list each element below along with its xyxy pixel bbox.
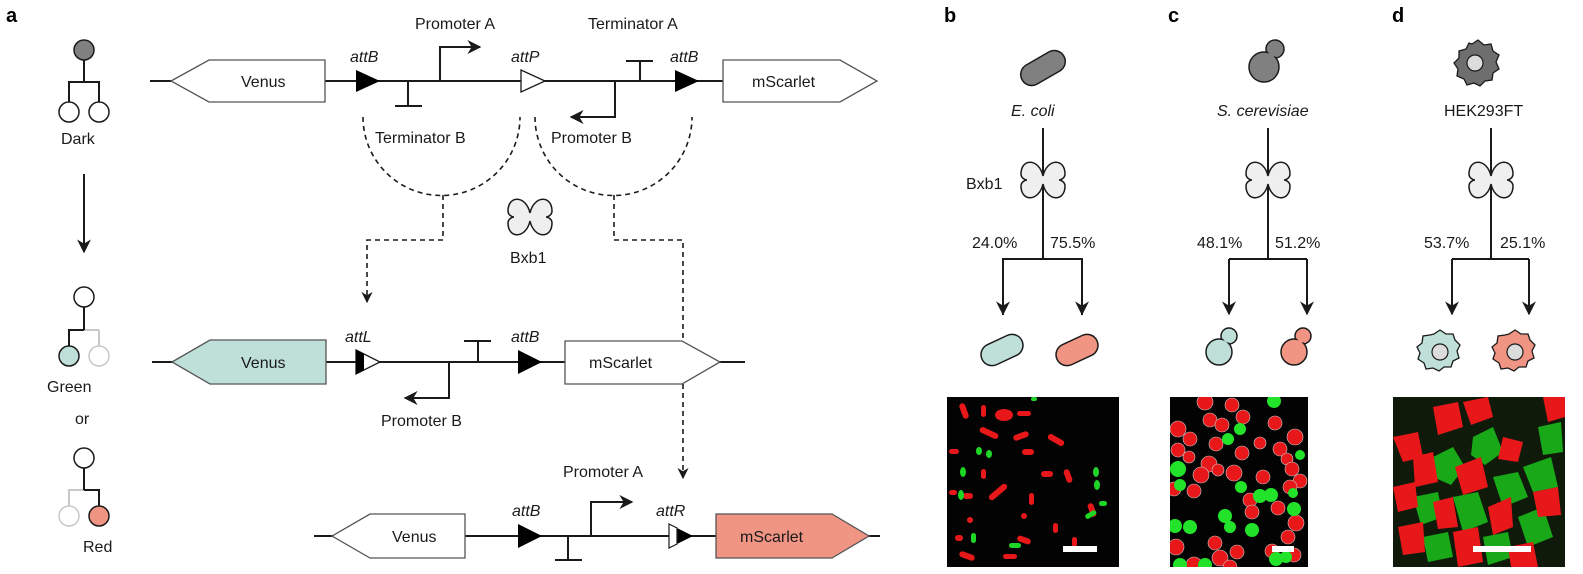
bxb1-recombinase-icon — [507, 198, 553, 236]
attp-site — [520, 68, 547, 94]
attb-label-green: attB — [511, 329, 540, 346]
bxb1-label: Bxb1 — [510, 250, 547, 267]
yeast-green-cell-icon — [1205, 327, 1238, 366]
mscarlet-label-red: mScarlet — [740, 529, 804, 546]
green-state-circle — [58, 345, 80, 367]
panel-c-yeast: S. cerevisiae 48.1% 51.2% — [1197, 39, 1320, 366]
ecoli-red-percent: 75.5% — [1050, 235, 1095, 252]
yeast-label: S. cerevisiae — [1217, 103, 1309, 120]
terminator-b-label: Terminator B — [375, 130, 466, 147]
red-state-circle — [88, 505, 110, 527]
promoter-b-symbol — [569, 81, 616, 124]
venus-label-green: Venus — [241, 355, 285, 372]
venus-gene-red — [330, 513, 466, 559]
panel-label-d: d — [1392, 5, 1404, 27]
bxb1-label-b: Bxb1 — [966, 176, 1003, 193]
path-to-green — [361, 195, 444, 304]
attb-site-left — [356, 70, 380, 92]
state-dark-tree — [58, 39, 110, 123]
promoter-b-symbol-green — [403, 362, 450, 405]
promoter-b-label-green: Promoter B — [381, 413, 462, 430]
hek-red-percent: 25.1% — [1500, 235, 1545, 252]
dark-label: Dark — [61, 131, 96, 148]
hek-microscopy-image — [1393, 397, 1565, 567]
hek-red-cell-icon — [1491, 329, 1536, 372]
ecoli-label: E. coli — [1011, 103, 1055, 120]
panel-d-hek: HEK293FT 53.7% 25.1% — [1416, 39, 1545, 372]
mscarlet-gene — [722, 59, 879, 103]
promoter-a-label-red: Promoter A — [563, 464, 643, 481]
ecoli-dark-cell-icon — [1019, 49, 1067, 87]
attb-site-green — [518, 350, 542, 374]
hek-scale-bar — [1473, 546, 1531, 552]
mscarlet-gene-red — [715, 513, 871, 559]
path-to-red-upper — [613, 195, 684, 343]
yeast-dark-cell-icon — [1248, 39, 1285, 83]
terminator-a-label: Terminator A — [588, 16, 678, 33]
yeast-microscopy-image — [1170, 397, 1308, 567]
hek-dark-cell-icon — [1453, 39, 1500, 87]
dark-state-circle — [73, 39, 95, 61]
hek-green-cell-icon — [1416, 329, 1461, 372]
recombination-arc-right — [534, 116, 693, 197]
yeast-red-cell-icon — [1280, 327, 1312, 366]
state-red-tree — [58, 447, 110, 527]
state-green-tree — [58, 286, 110, 367]
attb-label-right: attB — [670, 49, 699, 66]
ecoli-green-cell-icon — [980, 333, 1024, 367]
promoter-a-symbol — [439, 40, 482, 81]
green-label: Green — [47, 379, 91, 396]
attr-label: attR — [656, 503, 686, 520]
attb-site-right — [675, 70, 699, 92]
mscarlet-gene-green — [564, 340, 722, 385]
ecoli-green-percent: 24.0% — [972, 235, 1017, 252]
panel-b-ecoli: E. coli Bxb1 24.0% 75.5% — [966, 49, 1099, 367]
red-label: Red — [83, 539, 112, 556]
yeast-red-percent: 51.2% — [1275, 235, 1320, 252]
ecoli-scale-bar — [1063, 546, 1097, 552]
construct-green: Venus attL attB mScarlet Promoter B — [152, 329, 745, 430]
yeast-scale-bar — [1272, 546, 1294, 552]
panel-label-b: b — [944, 5, 956, 27]
panel-label-c: c — [1168, 5, 1179, 27]
ecoli-red-cell-icon — [1055, 333, 1099, 367]
mscarlet-label-green: mScarlet — [589, 355, 653, 372]
promoter-a-label: Promoter A — [415, 16, 495, 33]
mscarlet-label: mScarlet — [752, 74, 816, 91]
venus-gene — [169, 59, 326, 103]
ecoli-cells-render — [949, 397, 1107, 561]
venus-label-red: Venus — [392, 529, 436, 546]
yeast-cells-render — [1170, 397, 1308, 567]
venus-gene-green — [170, 339, 327, 385]
hek-green-percent: 53.7% — [1424, 235, 1469, 252]
hek-label: HEK293FT — [1444, 103, 1523, 120]
promoter-b-label: Promoter B — [551, 130, 632, 147]
recombination-arc-left — [362, 116, 521, 197]
construct-red: Venus attB Promoter A attR mScarlet — [314, 464, 880, 561]
panel-label-a: a — [6, 5, 18, 27]
ecoli-microscopy-image — [947, 397, 1119, 567]
hek-cells-render — [1393, 397, 1565, 567]
promoter-a-symbol-red — [590, 495, 634, 536]
or-label: or — [75, 411, 90, 428]
attp-label: attP — [511, 49, 540, 66]
attl-label: attL — [345, 329, 372, 346]
yeast-green-percent: 48.1% — [1197, 235, 1242, 252]
attb-site-red — [518, 524, 542, 548]
construct-initial: Venus attB Promoter A attP Terminator A … — [150, 16, 879, 124]
attb-label-red: attB — [512, 503, 541, 520]
attb-label-left: attB — [350, 49, 379, 66]
venus-label: Venus — [241, 74, 285, 91]
